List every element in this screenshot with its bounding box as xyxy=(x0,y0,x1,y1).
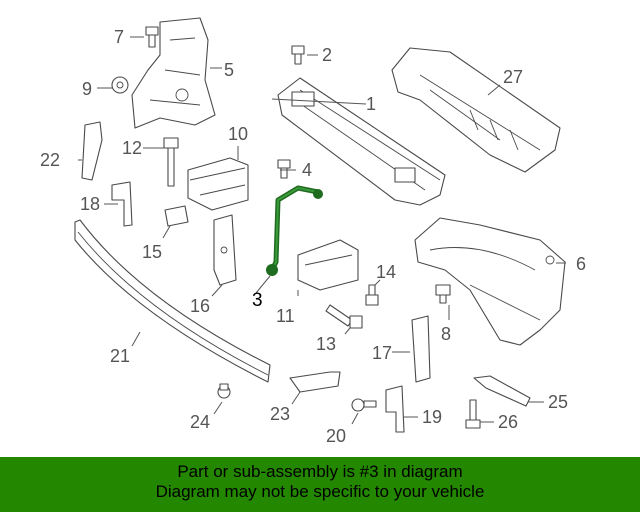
callout-16: 16 xyxy=(190,296,210,316)
part-26-bolt xyxy=(465,399,481,429)
callout-23: 23 xyxy=(270,404,290,424)
callout-13: 13 xyxy=(316,334,336,354)
callout-9: 9 xyxy=(82,79,92,99)
callout-10: 10 xyxy=(228,124,248,144)
part-20-bolt xyxy=(351,398,377,412)
callout-14: 14 xyxy=(376,262,396,282)
part-1-crossmember xyxy=(277,77,446,206)
callout-21: 21 xyxy=(110,346,130,366)
callout-22: 22 xyxy=(40,150,60,170)
callout-19: 19 xyxy=(422,407,442,427)
part-23-bracket xyxy=(289,371,341,393)
part-14-bolt xyxy=(365,284,379,306)
part-6-wheelhouse xyxy=(414,217,566,346)
callout-18: 18 xyxy=(80,194,100,214)
callout-11: 11 xyxy=(276,306,295,326)
part-16-bracket xyxy=(213,214,237,286)
callout-6: 6 xyxy=(576,254,586,274)
part-21-reinforcement xyxy=(74,219,271,383)
banner-line-2: Diagram may not be specific to your vehi… xyxy=(155,482,485,501)
part-10-bracket xyxy=(187,157,249,211)
part-27-carrier xyxy=(391,47,561,173)
part-7-bolt xyxy=(145,26,159,48)
part-5-bracket xyxy=(131,17,216,129)
part-15-clip xyxy=(164,205,189,227)
callouts: 7 9 5 2 1 27 12 22 10 4 18 15 16 3 11 14… xyxy=(40,27,586,446)
callout-24: 24 xyxy=(190,412,210,432)
part-12-bolt xyxy=(163,137,179,187)
callout-7: 7 xyxy=(114,27,124,47)
leader-lines xyxy=(78,36,566,425)
part-13-bolt xyxy=(325,304,363,329)
callout-15: 15 xyxy=(142,242,162,262)
callout-27: 27 xyxy=(503,67,523,87)
part-25-bracket xyxy=(473,375,531,407)
part-18-bracket xyxy=(111,181,133,227)
callout-4: 4 xyxy=(302,160,312,180)
part-11-bracket xyxy=(297,239,359,291)
callout-3-highlighted: 3 xyxy=(252,290,263,311)
part-24-bolt xyxy=(217,383,231,399)
callout-26: 26 xyxy=(498,412,518,432)
part-8-bolt xyxy=(435,284,451,304)
callout-17: 17 xyxy=(372,343,392,363)
callout-20: 20 xyxy=(326,426,346,446)
callout-2: 2 xyxy=(322,45,332,65)
banner-line-1: Part or sub-assembly is #3 in diagram xyxy=(177,462,463,481)
part-17-bracket xyxy=(411,315,431,383)
parts-diagram: 7 9 5 2 1 27 12 22 10 4 18 15 16 3 11 14… xyxy=(40,17,586,446)
callout-8: 8 xyxy=(441,324,451,344)
callout-12: 12 xyxy=(122,138,142,158)
part-2-bolt xyxy=(291,45,305,65)
part-3-highlighted-line xyxy=(266,185,323,276)
callout-25: 25 xyxy=(548,392,568,412)
callout-5: 5 xyxy=(224,60,234,80)
info-banner: Part or sub-assembly is #3 in diagram Di… xyxy=(0,457,640,512)
part-9-nut xyxy=(111,76,129,94)
part-19-bracket xyxy=(385,385,405,433)
callout-1: 1 xyxy=(366,94,376,114)
part-22-bracket xyxy=(81,121,103,181)
part-4-bolt xyxy=(277,159,291,179)
